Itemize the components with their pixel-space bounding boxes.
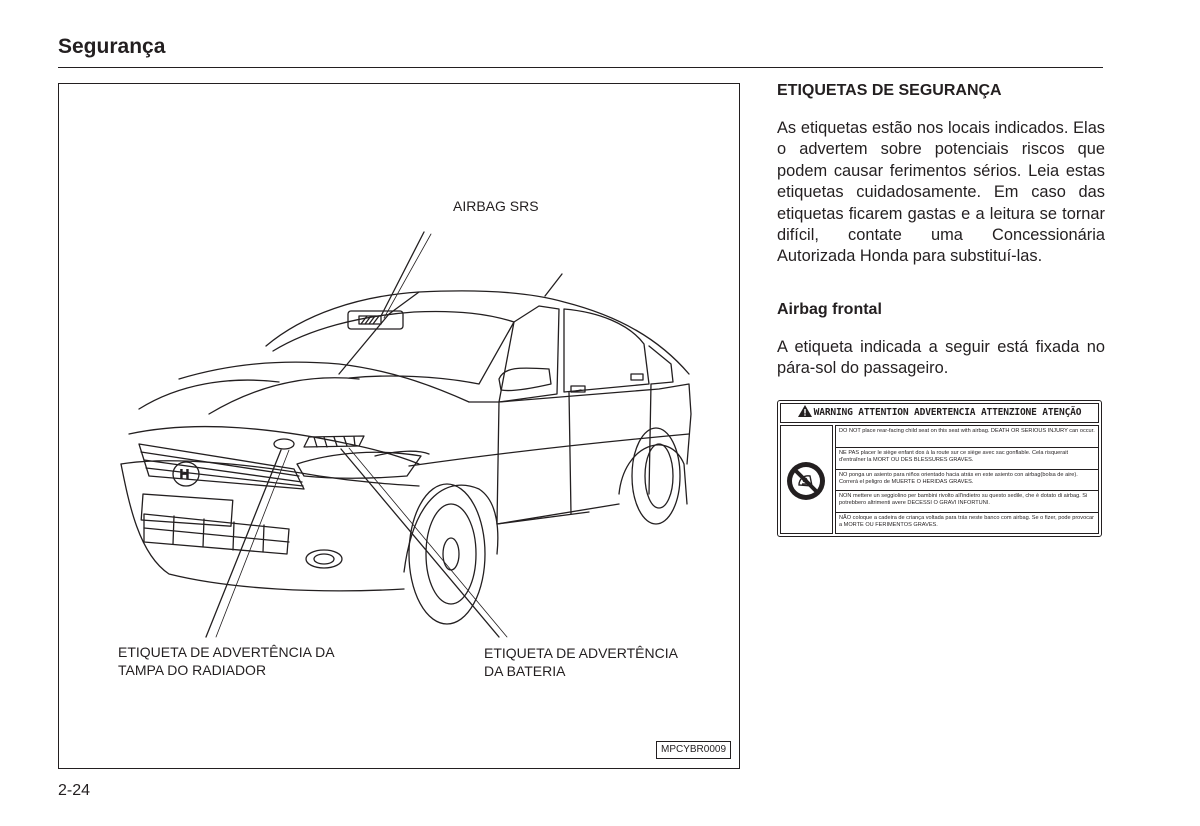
callout-battery-label: ETIQUETA DE ADVERTÊNCIA DA BATERIA	[484, 645, 678, 679]
warning-text-list: DO NOT place rear-facing child seat on t…	[835, 425, 1099, 534]
figure-code: MPCYBR0009	[656, 741, 731, 759]
subsection-paragraph: A etiqueta indicada a seguir está fixada…	[777, 338, 1105, 378]
header-rule	[58, 67, 1103, 68]
warning-header: WARNING ATTENTION ADVERTENCIA ATTENZIONE…	[780, 403, 1099, 423]
section-title: ETIQUETAS DE SEGURANÇA	[777, 82, 1002, 99]
callout-airbag-srs: AIRBAG SRS	[453, 198, 539, 214]
car-figure: H AIRBAG SRS ETIQUETA DE ADVERTÊNCIA DA …	[58, 83, 740, 769]
warning-line-french: NE PAS placer le siège enfant dos à la r…	[836, 448, 1098, 470]
airbag-warning-label: WARNING ATTENTION ADVERTENCIA ATTENZIONE…	[777, 400, 1102, 537]
no-rear-facing-child-seat-icon	[787, 462, 825, 500]
callout-radiator-cap-label: ETIQUETA DE ADVERTÊNCIA DA TAMPA DO RADI…	[118, 644, 335, 678]
icon-cell	[780, 425, 833, 534]
page-number: 2-24	[58, 782, 91, 799]
page-header-title: Segurança	[58, 35, 166, 58]
warning-line-portuguese: NÃO coloque a cadeira de criança voltada…	[839, 515, 1094, 529]
warning-triangle-icon	[797, 405, 812, 417]
warning-line-italian: NON mettere un seggiolino per bambini ri…	[836, 491, 1098, 514]
svg-text:H: H	[179, 468, 190, 483]
car-line-drawing-icon: H	[120, 231, 692, 638]
warning-line-spanish: NO ponga un asiento para niños orientado…	[836, 470, 1098, 492]
warning-line-english: DO NOT place rear-facing child seat on t…	[836, 426, 1098, 448]
warning-header-text: WARNING ATTENTION ADVERTENCIA ATTENZIONE…	[813, 407, 1082, 418]
section-paragraph: As etiquetas estão nos locais indicados.…	[777, 119, 1105, 266]
subsection-title: Airbag frontal	[777, 301, 882, 318]
